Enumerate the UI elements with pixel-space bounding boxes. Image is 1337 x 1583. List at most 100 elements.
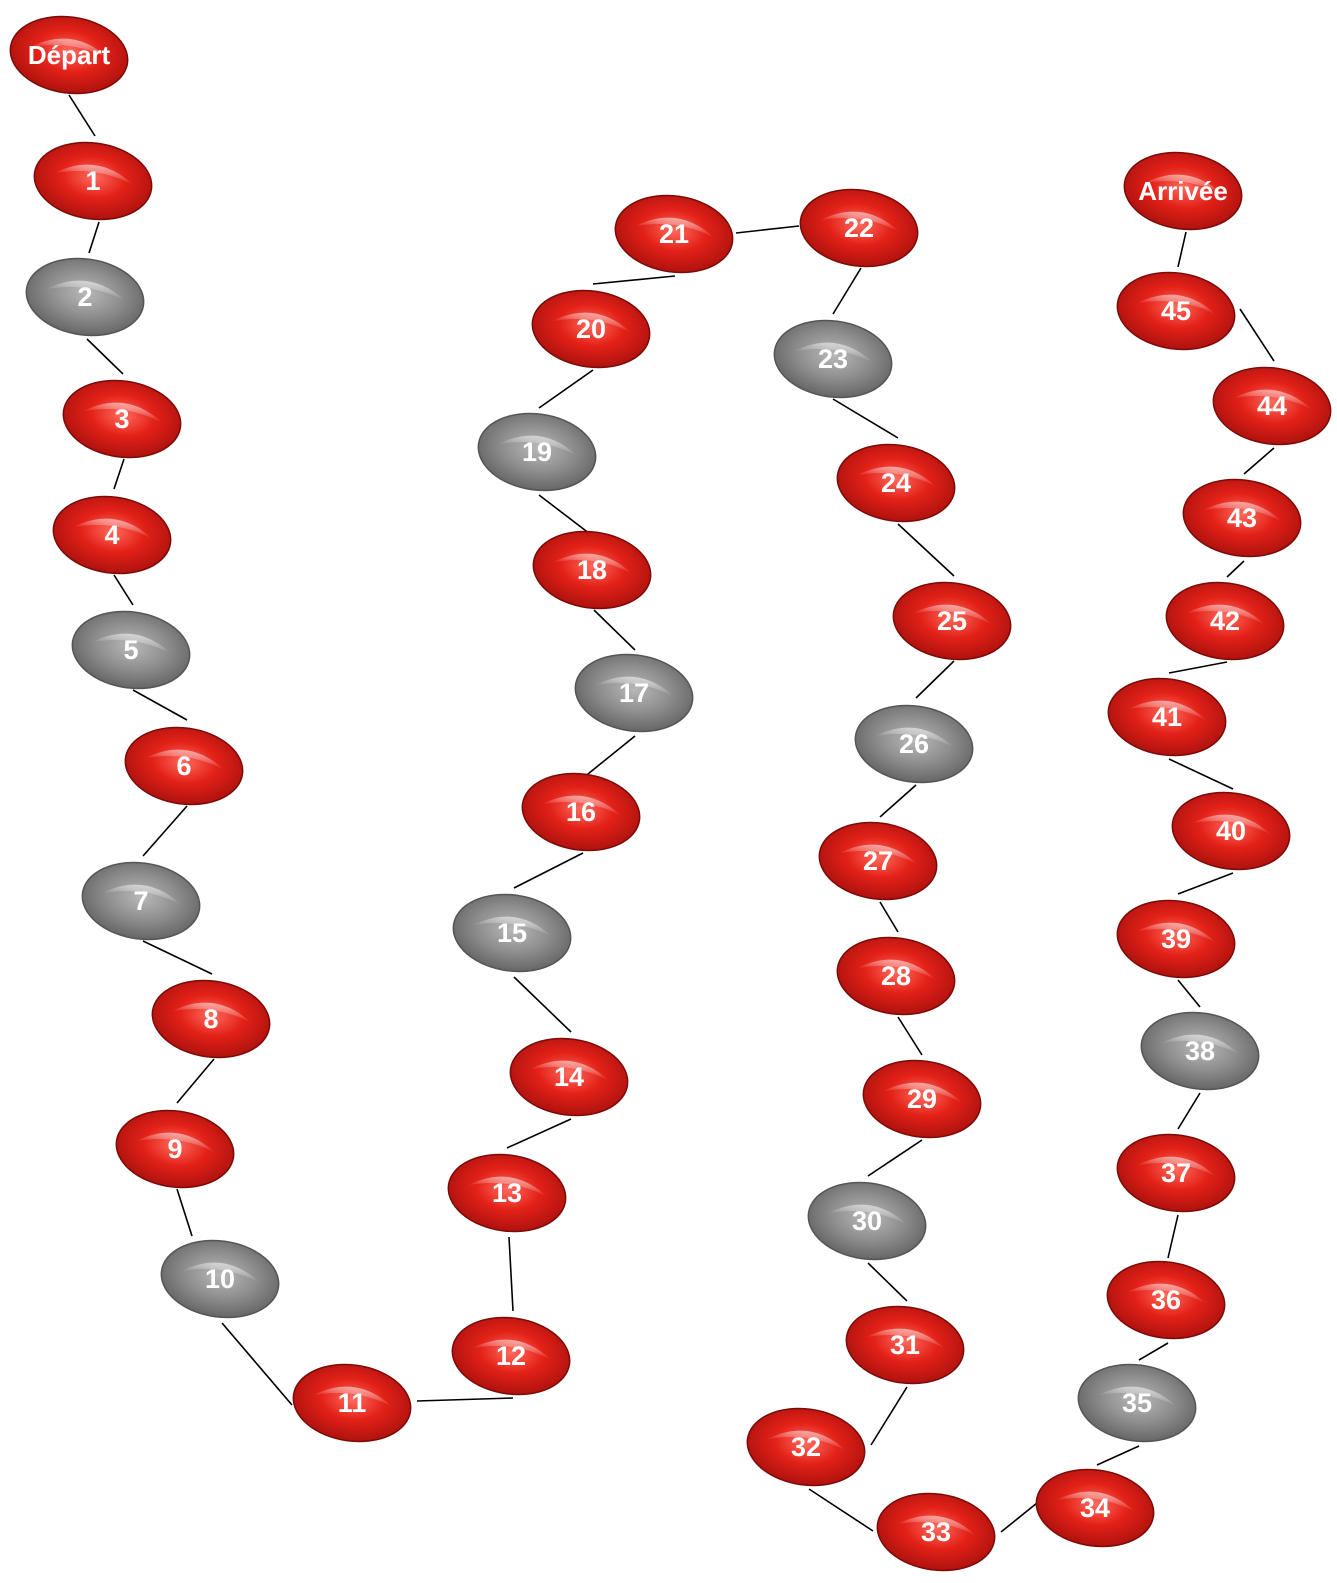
board-cell-32: 32 xyxy=(742,1401,869,1493)
cell-label: 28 xyxy=(881,961,911,991)
board-cell-16: 16 xyxy=(517,766,644,858)
path-link xyxy=(868,1263,907,1301)
cell-label: 10 xyxy=(205,1264,235,1294)
board-cell-6: 6 xyxy=(120,720,247,812)
cell-label: 14 xyxy=(554,1062,584,1092)
board-cell-17: 17 xyxy=(570,647,697,739)
board-cell-39: 39 xyxy=(1112,893,1239,985)
board-cell-finish: Arrivée xyxy=(1119,145,1246,237)
path-link xyxy=(1168,1215,1178,1258)
path-link xyxy=(507,1119,571,1148)
path-link xyxy=(514,853,583,888)
board-cell-13: 13 xyxy=(443,1147,570,1239)
cell-label: 32 xyxy=(791,1432,821,1462)
board-cell-41: 41 xyxy=(1103,671,1230,763)
path-link xyxy=(916,661,954,698)
board-cell-12: 12 xyxy=(447,1310,574,1402)
cell-label: 31 xyxy=(890,1330,920,1360)
cell-label: 1 xyxy=(85,166,100,196)
board-cell-29: 29 xyxy=(858,1053,985,1145)
cell-label: 41 xyxy=(1152,702,1182,732)
cell-label: 11 xyxy=(338,1388,367,1418)
board-cell-2: 2 xyxy=(21,251,148,343)
board-cell-34: 34 xyxy=(1031,1462,1158,1554)
cell-label: 23 xyxy=(818,344,848,374)
board-cell-15: 15 xyxy=(448,887,575,979)
path-link xyxy=(1097,1446,1139,1465)
path-link xyxy=(1178,873,1233,894)
board-cell-24: 24 xyxy=(832,437,959,529)
board-cell-21: 21 xyxy=(610,188,737,280)
path-link xyxy=(880,785,916,817)
cell-label: 27 xyxy=(863,846,893,876)
path-link xyxy=(1178,980,1200,1007)
cell-label: 43 xyxy=(1227,503,1257,533)
path-link xyxy=(880,902,898,932)
cell-label: 19 xyxy=(522,437,552,467)
cell-label: 44 xyxy=(1257,391,1287,421)
path-link xyxy=(1244,448,1274,474)
path-link xyxy=(143,941,212,974)
board-cell-45: 45 xyxy=(1112,265,1239,357)
cell-label: Départ xyxy=(28,40,111,70)
board-cell-28: 28 xyxy=(832,930,959,1022)
cell-label: 24 xyxy=(881,468,911,498)
cell-label: 9 xyxy=(167,1134,182,1164)
path-link xyxy=(898,524,954,576)
board-cell-30: 30 xyxy=(803,1175,930,1267)
board-cell-33: 33 xyxy=(872,1486,999,1578)
board-cell-40: 40 xyxy=(1167,785,1294,877)
board-cell-27: 27 xyxy=(814,815,941,907)
path-link xyxy=(593,276,675,284)
path-link xyxy=(177,1059,214,1103)
cell-label: 20 xyxy=(576,314,606,344)
cell-label: 13 xyxy=(492,1178,522,1208)
cell-label: 45 xyxy=(1161,296,1191,326)
cell-label: 38 xyxy=(1185,1036,1215,1066)
board-cell-22: 22 xyxy=(795,182,922,274)
board-cell-20: 20 xyxy=(527,283,654,375)
path-link xyxy=(898,1017,922,1055)
cell-label: 39 xyxy=(1161,924,1191,954)
path-link xyxy=(539,370,593,408)
board-cell-25: 25 xyxy=(888,575,1015,667)
board-cell-5: 5 xyxy=(67,604,194,696)
path-link xyxy=(594,610,635,650)
path-link xyxy=(133,690,187,720)
board-cell-38: 38 xyxy=(1136,1005,1263,1097)
path-link xyxy=(736,226,799,233)
path-link xyxy=(69,95,95,136)
path-link xyxy=(89,222,99,253)
cell-label: 29 xyxy=(907,1084,937,1114)
board-cell-31: 31 xyxy=(841,1299,968,1391)
board-cell-19: 19 xyxy=(473,406,600,498)
board-cell-11: 11 xyxy=(288,1357,415,1449)
path-link xyxy=(509,1237,513,1311)
board-cell-42: 42 xyxy=(1161,575,1288,667)
path-link xyxy=(417,1398,513,1401)
path-link xyxy=(1139,1343,1168,1360)
cell-label: 37 xyxy=(1161,1158,1191,1188)
board-cell-36: 36 xyxy=(1102,1254,1229,1346)
board-cell-4: 4 xyxy=(48,489,175,581)
path-link xyxy=(222,1323,292,1405)
cell-label: 21 xyxy=(659,219,689,249)
cell-label: 16 xyxy=(566,797,596,827)
cell-label: 6 xyxy=(176,751,191,781)
board-cell-26: 26 xyxy=(850,698,977,790)
cell-label: 40 xyxy=(1216,816,1246,846)
path-link xyxy=(1169,759,1233,789)
board-cell-8: 8 xyxy=(147,973,274,1065)
cell-label: 3 xyxy=(114,404,129,434)
path-link xyxy=(1178,1093,1200,1129)
path-link xyxy=(1169,662,1227,673)
cell-label: 35 xyxy=(1122,1388,1152,1418)
board-cell-10: 10 xyxy=(156,1233,283,1325)
board-cell-9: 9 xyxy=(111,1103,238,1195)
path-link xyxy=(1001,1503,1037,1532)
board-cell-start: Départ xyxy=(5,9,132,101)
path-link xyxy=(868,1140,922,1176)
board-cell-7: 7 xyxy=(77,855,204,947)
path-link xyxy=(143,806,187,856)
cell-label: 8 xyxy=(203,1004,218,1034)
